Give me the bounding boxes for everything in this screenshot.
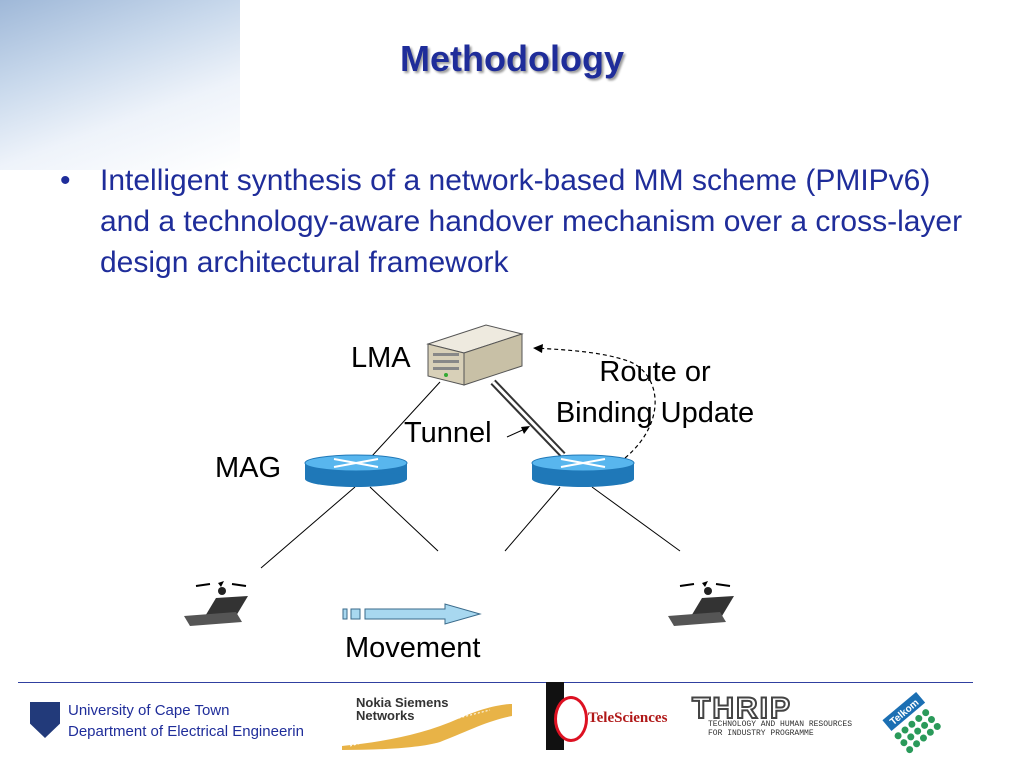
laptop-icon-right [668,581,734,626]
route-label-line1: Route or [599,356,711,388]
telesciences-circle-icon [554,696,588,742]
binding-update-arrowhead [533,344,543,353]
thrip-wordmark: THRIP [691,691,792,726]
thrip-line1: TECHNOLOGY AND HUMAN RESOURCES [708,720,853,729]
thrip-logo: THRIP TECHNOLOGY AND HUMAN RESOURCES FOR… [691,691,860,744]
uct-name: University of Cape Town [68,702,230,719]
mag-right-link-b [591,486,681,552]
slide-title: Methodology [400,38,624,79]
mag-left-link-b [369,486,439,552]
route-label-line2: Binding Update [555,397,755,429]
telkom-logo: Telkom [882,691,941,754]
lma-left-mag-link [371,381,441,457]
footer-divider [18,682,973,683]
uct-department: Department of Electrical Engineerin [68,723,304,740]
binding-update-arrow [534,347,656,459]
server-icon [426,324,524,386]
lma-label: LMA [351,342,411,374]
arrow-icon [342,603,482,625]
corner-decoration [0,0,240,170]
uct-crest-icon [30,702,60,738]
route-label: Route or Binding Update [530,352,780,434]
movement-label: Movement [345,632,481,664]
mag-left-link-a [260,486,356,569]
mag-label: MAG [215,452,282,484]
telesciences-logo: TeleSciences [546,682,667,750]
tunnel-link [490,379,566,458]
nsn-wave-icon [342,704,512,750]
nsn-line1: Nokia Siemens [356,695,449,710]
laptop-icon-left [184,581,248,626]
tunnel-pointer-head [521,426,530,434]
bullet-dot: • [60,164,71,197]
router-icon-left [304,454,408,487]
network-diagram [184,324,734,626]
mag-right-link-a [504,486,561,552]
telesciences-name: TeleSciences [588,710,668,726]
thrip-line2: FOR INDUSTRY PROGRAMME [708,729,814,738]
bullet-text: Intelligent synthesis of a network-based… [100,164,963,279]
tunnel-label: Tunnel [404,417,492,449]
nsn-line2: Networks [356,708,415,723]
nsn-logo: Nokia Siemens Networks [340,696,515,752]
router-icon-right [531,454,635,487]
